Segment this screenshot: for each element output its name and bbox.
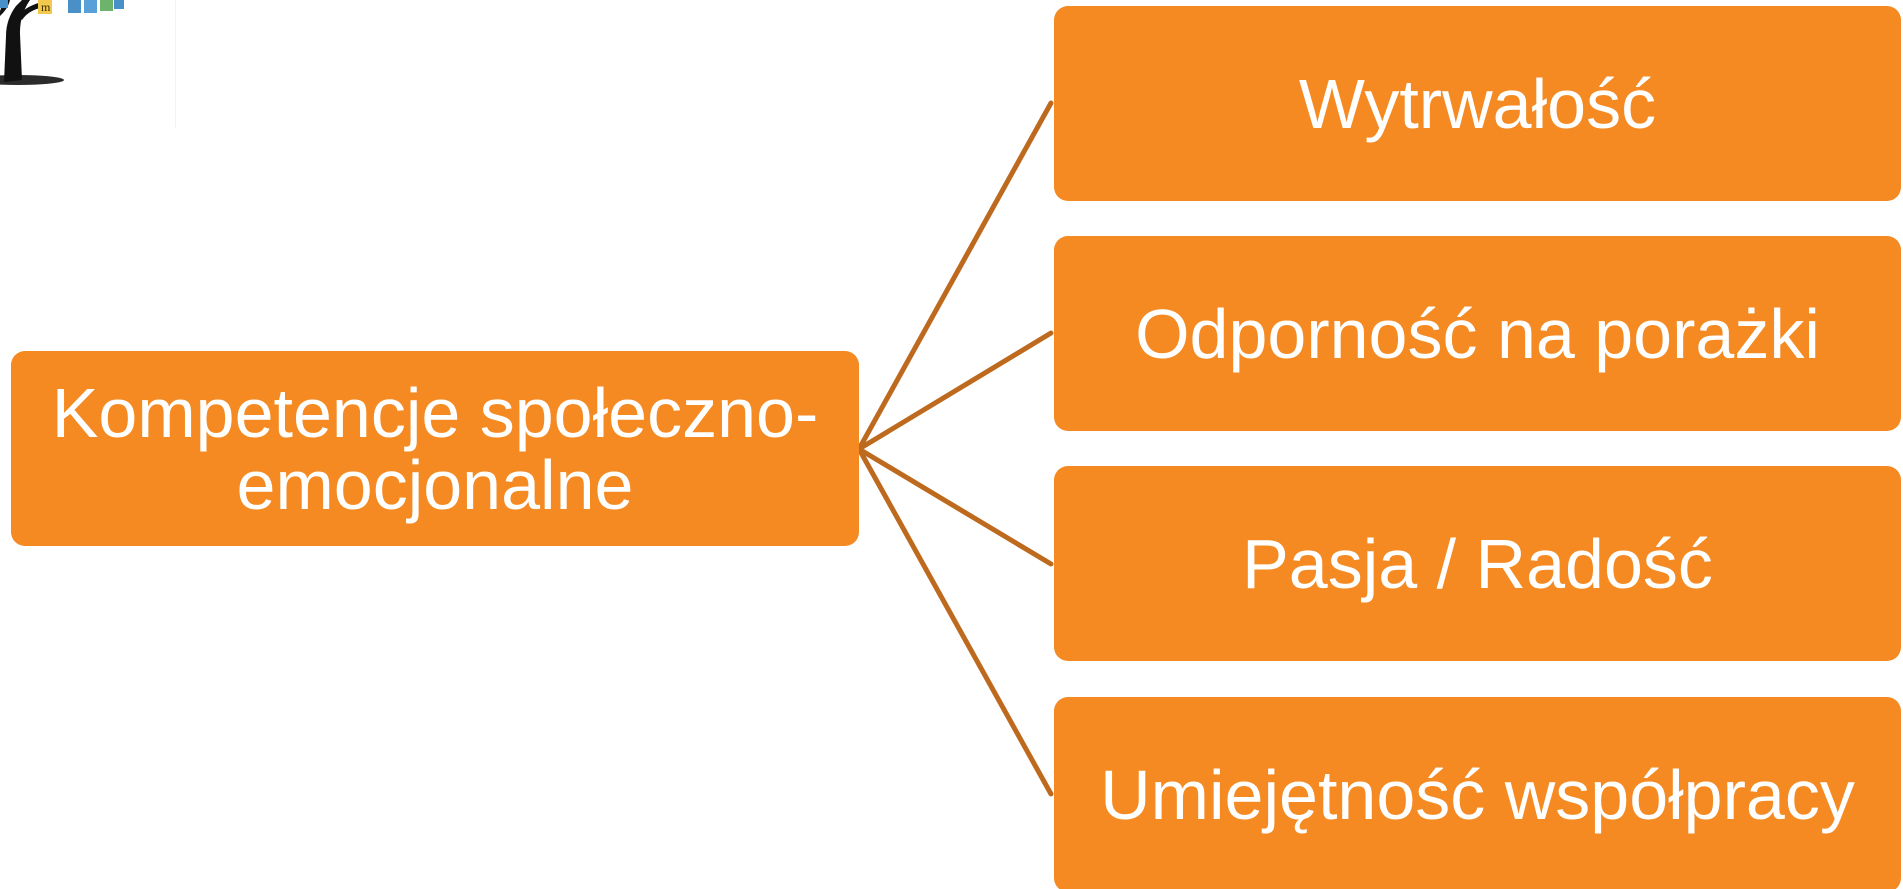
child-node-wspolpraca: Umiejętność współpracy [1054, 697, 1901, 889]
child-node-wytrwalosc: Wytrwałość [1054, 6, 1901, 201]
root-node-label: Kompetencje społeczno- emocjonalne [51, 373, 819, 524]
child-node-label: Pasja / Radość [1242, 524, 1713, 603]
child-node-label: Wytrwałość [1298, 64, 1657, 143]
child-node-label: Odporność na porażki [1135, 294, 1820, 373]
connector-line-1 [856, 330, 1054, 452]
connector-line-0 [856, 100, 1054, 452]
connector-line-3 [856, 446, 1054, 797]
connector-line-2 [856, 446, 1054, 567]
child-node-label: Umiejętność współpracy [1100, 755, 1855, 834]
root-node: Kompetencje społeczno- emocjonalne [11, 351, 859, 546]
logo: m [0, 0, 176, 128]
child-node-pasja: Pasja / Radość [1054, 466, 1901, 661]
svg-text:m: m [41, 0, 51, 14]
tree-with-letters-icon: m [0, 0, 124, 85]
child-node-odpornosc: Odporność na porażki [1054, 236, 1901, 431]
